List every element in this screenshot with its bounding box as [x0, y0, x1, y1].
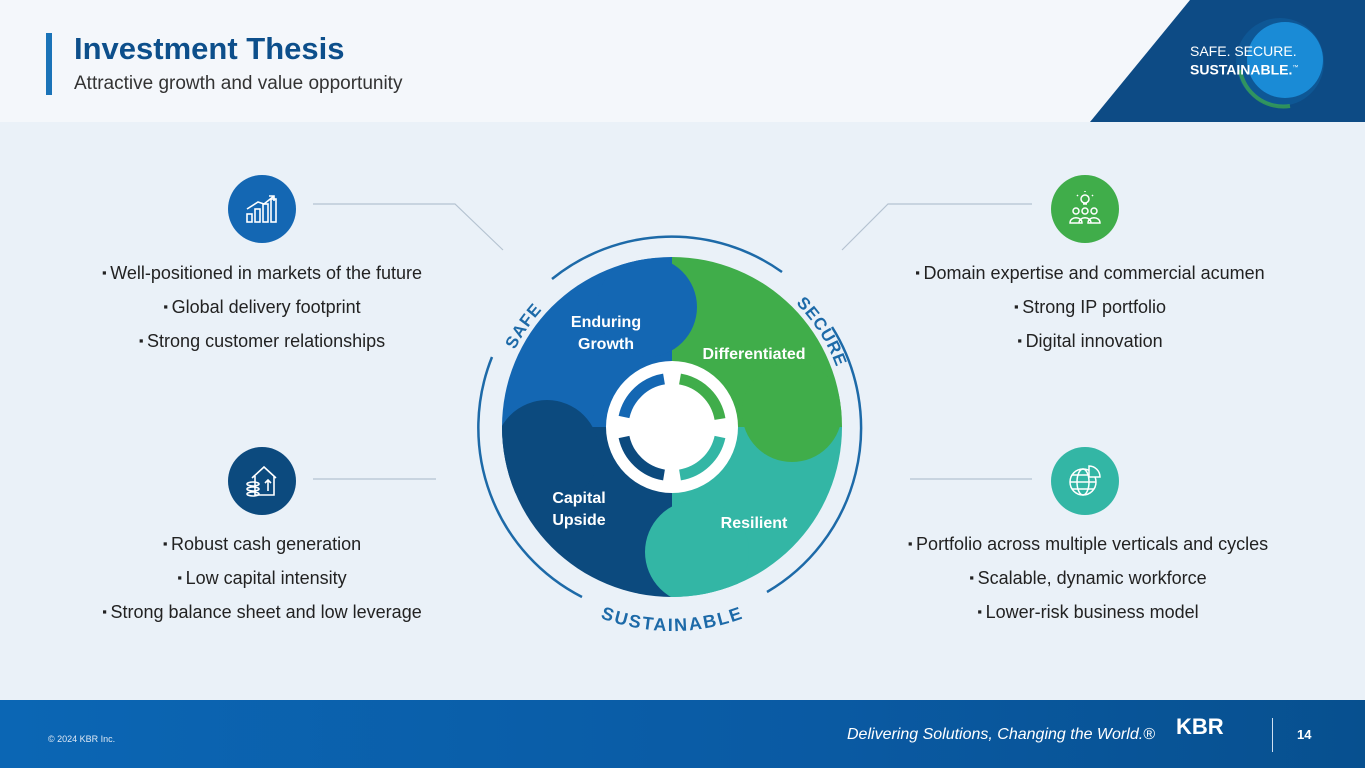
kbr-logo: KBR [1176, 714, 1224, 739]
slide-header: Investment Thesis Attractive growth and … [0, 0, 1365, 122]
list-bottom-right: Portfolio across multiple verticals and … [868, 527, 1308, 629]
slide-footer [0, 700, 1365, 768]
copyright: © 2024 KBR Inc. [48, 734, 116, 744]
list-item: Strong balance sheet and low leverage [60, 595, 464, 629]
footer-divider [1272, 718, 1273, 752]
segment-label: Differentiated [702, 346, 805, 363]
list-item: Scalable, dynamic workforce [868, 561, 1308, 595]
outer-ring [477, 235, 863, 599]
tagline: Delivering Solutions, Changing the World… [847, 726, 1155, 743]
team-idea-icon [1051, 175, 1119, 243]
list-item: Well-positioned in markets of the future [60, 256, 464, 290]
list-item: Strong customer relationships [60, 324, 464, 358]
ring-label-sustainable: SUSTAINABLE [599, 603, 744, 635]
list-top-right: Domain expertise and commercial acumen S… [880, 256, 1300, 358]
list-item: Robust cash generation [60, 527, 464, 561]
page-number: 14 [1297, 727, 1312, 742]
list-item: Domain expertise and commercial acumen [880, 256, 1300, 290]
segment-label: Upside [552, 512, 605, 529]
cash-coins-icon [228, 447, 296, 515]
globe-chart-icon [1051, 447, 1119, 515]
page-subtitle: Attractive growth and value opportunity [74, 73, 403, 94]
segment-label: Enduring [571, 314, 641, 331]
brand-slogan: SAFE. SECURE. SUSTAINABLE.™ [1190, 43, 1299, 78]
list-item: Digital innovation [880, 324, 1300, 358]
segment-label: Resilient [721, 515, 788, 532]
title-accent-bar [46, 33, 52, 95]
list-item: Portfolio across multiple verticals and … [868, 527, 1308, 561]
segment-label: Growth [578, 336, 634, 353]
brand-banner [1090, 0, 1365, 122]
page-title: Investment Thesis [74, 31, 345, 66]
list-item: Lower-risk business model [868, 595, 1308, 629]
growth-chart-icon [228, 175, 296, 243]
connector-lines [313, 203, 1032, 480]
list-bottom-left: Robust cash generation Low capital inten… [60, 527, 464, 629]
list-item: Global delivery footprint [60, 290, 464, 324]
list-item: Low capital intensity [60, 561, 464, 595]
list-item: Strong IP portfolio [880, 290, 1300, 324]
svg-text:SUSTAINABLE: SUSTAINABLE [599, 603, 745, 635]
segment-label: Capital [552, 490, 605, 507]
list-top-left: Well-positioned in markets of the future… [60, 256, 464, 358]
thesis-wheel: Enduring Growth Differentiated Resilient… [477, 235, 863, 635]
